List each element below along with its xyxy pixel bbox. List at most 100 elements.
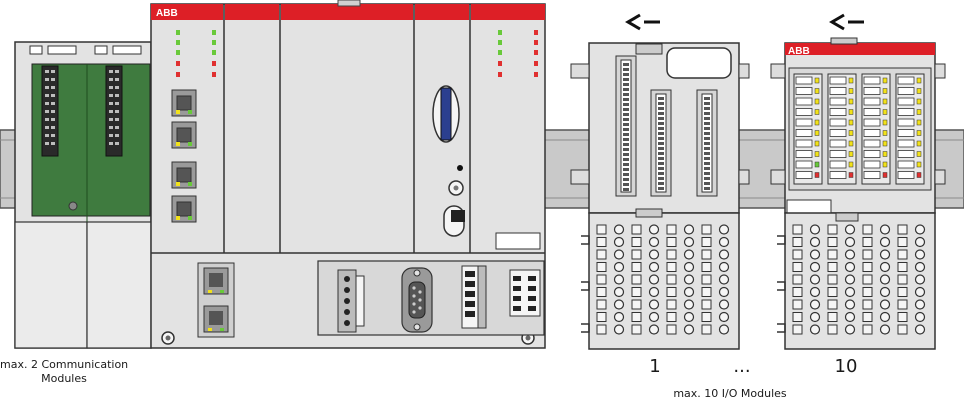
connector-pin bbox=[658, 142, 664, 145]
terminal-release bbox=[827, 224, 838, 235]
terminal-release bbox=[701, 312, 712, 322]
channel-label-field bbox=[795, 97, 813, 106]
channel-led bbox=[916, 88, 922, 94]
channel-label-field bbox=[829, 150, 847, 158]
connector-pin bbox=[623, 88, 629, 91]
connector-pin bbox=[623, 128, 629, 131]
terminal-hole bbox=[914, 224, 926, 235]
connector-pin bbox=[623, 73, 629, 76]
channel-led bbox=[916, 130, 922, 136]
terminal-release bbox=[666, 262, 677, 272]
terminal-release bbox=[631, 237, 642, 247]
terminal-release bbox=[827, 237, 838, 247]
terminal-release bbox=[827, 249, 838, 260]
connector-pin bbox=[658, 107, 664, 110]
connector-pin bbox=[704, 112, 710, 115]
channel-label-field bbox=[863, 108, 881, 116]
channel-led bbox=[814, 109, 820, 115]
connector-pin bbox=[658, 132, 664, 135]
channel-label-field bbox=[795, 139, 813, 148]
channel-label-field bbox=[897, 129, 915, 137]
terminal-release bbox=[862, 324, 873, 335]
terminal-hole bbox=[844, 236, 856, 248]
terminal-hole bbox=[718, 261, 730, 273]
channel-led bbox=[882, 140, 888, 147]
connector-pin bbox=[704, 117, 710, 120]
channel-led bbox=[916, 140, 922, 147]
connector-pin bbox=[704, 182, 710, 185]
terminal-clip bbox=[581, 323, 590, 333]
connector-pin bbox=[704, 167, 710, 170]
connector-pin bbox=[704, 177, 710, 180]
terminal-release bbox=[596, 249, 607, 260]
channel-led bbox=[882, 77, 888, 84]
terminal-release bbox=[897, 249, 908, 260]
channel-label-field bbox=[863, 97, 881, 106]
channel-led bbox=[916, 77, 922, 84]
connector-pin bbox=[658, 122, 664, 125]
channel-label-field bbox=[795, 129, 813, 137]
channel-led bbox=[814, 77, 820, 84]
channel-led bbox=[882, 119, 888, 126]
terminal-release bbox=[666, 312, 677, 322]
terminal-release bbox=[897, 324, 908, 335]
terminal-hole bbox=[718, 274, 730, 285]
terminal-hole bbox=[914, 249, 926, 260]
terminal-hole bbox=[879, 224, 891, 235]
connector-pin bbox=[658, 112, 664, 115]
connector-pin bbox=[658, 162, 664, 165]
terminal-hole bbox=[844, 286, 856, 298]
channel-led bbox=[814, 140, 820, 147]
connector-pin bbox=[623, 188, 629, 191]
terminal-hole bbox=[613, 286, 625, 298]
channel-label-field bbox=[863, 87, 881, 95]
terminal-hole bbox=[879, 324, 891, 335]
terminal-release bbox=[792, 262, 803, 272]
connector-pin bbox=[623, 123, 629, 126]
terminal-release bbox=[596, 237, 607, 247]
terminal-release bbox=[827, 324, 838, 335]
terminal-hole bbox=[648, 286, 660, 298]
io-modules-caption: max. 10 I/O Modules bbox=[673, 387, 787, 400]
terminal-release bbox=[792, 237, 803, 247]
terminal-hole bbox=[809, 249, 821, 260]
terminal-hole bbox=[914, 286, 926, 298]
channel-label-field bbox=[795, 171, 813, 179]
terminal-release bbox=[862, 299, 873, 310]
terminal-hole bbox=[879, 286, 891, 298]
channel-label-field bbox=[829, 108, 847, 116]
channel-label-field bbox=[863, 160, 881, 169]
terminal-hole bbox=[809, 224, 821, 235]
terminal-release bbox=[897, 312, 908, 322]
terminal-release bbox=[862, 224, 873, 235]
terminal-hole bbox=[613, 249, 625, 260]
channel-label-field bbox=[795, 150, 813, 158]
terminal-release bbox=[596, 274, 607, 285]
connector-pin bbox=[623, 148, 629, 151]
connector-pin bbox=[704, 172, 710, 175]
channel-label-field bbox=[897, 118, 915, 127]
abb-logo: ABB bbox=[788, 46, 810, 57]
channel-led bbox=[814, 130, 820, 136]
connector-pin bbox=[658, 172, 664, 175]
terminal-release bbox=[701, 299, 712, 310]
terminal-hole bbox=[683, 224, 695, 235]
connector-pin bbox=[623, 63, 629, 66]
channel-led bbox=[814, 172, 820, 178]
channel-led bbox=[916, 161, 922, 168]
terminal-release bbox=[792, 287, 803, 297]
terminal-hole bbox=[648, 236, 660, 248]
terminal-release bbox=[701, 324, 712, 335]
channel-led bbox=[848, 130, 854, 136]
connector-pin bbox=[623, 183, 629, 186]
terminal-hole bbox=[683, 261, 695, 273]
terminal-release bbox=[666, 249, 677, 260]
channel-led bbox=[848, 109, 854, 115]
terminal-hole bbox=[914, 261, 926, 273]
connector-pin bbox=[704, 147, 710, 150]
terminal-hole bbox=[683, 236, 695, 248]
terminal-hole bbox=[613, 224, 625, 235]
channel-label-field bbox=[829, 87, 847, 95]
channel-led bbox=[848, 172, 854, 178]
